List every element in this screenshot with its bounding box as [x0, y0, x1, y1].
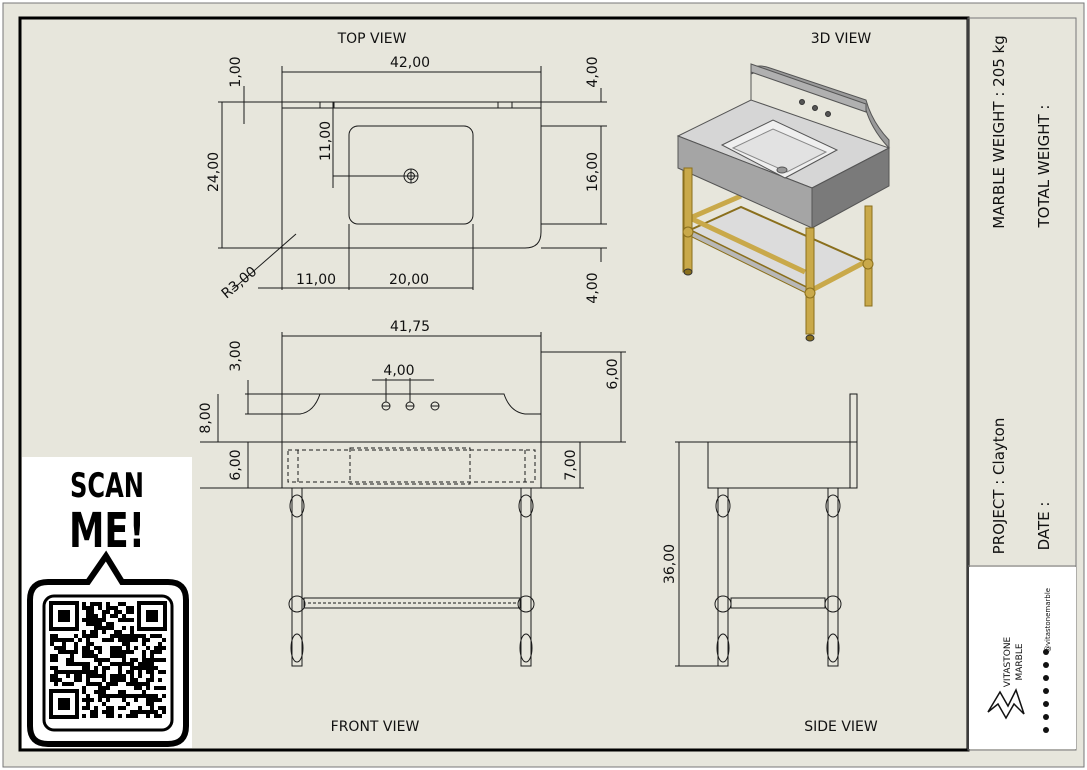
dim-front-splash-height: 8,00 [198, 402, 214, 433]
iso-view [676, 63, 891, 342]
date-label: DATE : [1035, 502, 1053, 551]
front-view [200, 332, 626, 667]
front-slab [281, 441, 542, 489]
brand-line1: VITASTONE [1003, 636, 1013, 687]
dim-top-backsplash: 1,00 [228, 56, 244, 87]
front-leg-right [520, 487, 532, 667]
dim-front-splash-total: 6,00 [605, 358, 621, 389]
dim-front-slab-left: 6,00 [228, 449, 244, 480]
top-slab-outline [281, 101, 542, 249]
dim-line [231, 233, 297, 291]
title-block-frame [967, 17, 1077, 751]
dim-top-basin-depth: 16,00 [585, 152, 601, 192]
logo-panel [969, 567, 1076, 749]
front-basin-hidden [287, 449, 536, 483]
dim-side-height: 36,00 [662, 544, 678, 584]
social-icon [1043, 688, 1049, 694]
dim-top-basin-width: 20,00 [389, 272, 429, 288]
total-weight: TOTAL WEIGHT : [1035, 105, 1053, 229]
social-icon [1043, 675, 1049, 681]
side-slab [707, 441, 858, 489]
iso-leg-front [805, 227, 815, 335]
top-tap-hole [497, 101, 513, 109]
top-view-title: TOP VIEW [337, 31, 407, 47]
top-view [218, 66, 607, 291]
iso-leg-back [864, 205, 873, 307]
top-basin-outline [348, 125, 474, 225]
side-shelf [730, 597, 826, 609]
iso-leg-front [683, 167, 693, 273]
dim-top-right-top: 4,00 [585, 56, 601, 87]
side-leg-back [827, 487, 839, 667]
brand-line2: MARBLE [1015, 643, 1025, 680]
social-handle: @vitastonemarble [1044, 588, 1052, 652]
dim-front-slab-right: 7,00 [563, 449, 579, 480]
dim-front-splash-top: 3,00 [228, 340, 244, 371]
dim-top-width: 42,00 [390, 55, 430, 71]
dim-top-basin-offset: 11,00 [318, 121, 334, 161]
dim-front-width: 41,75 [390, 319, 430, 335]
social-icon [1043, 662, 1049, 668]
scan-text: SCAN [70, 466, 144, 506]
social-icon [1043, 727, 1049, 733]
side-view-title: SIDE VIEW [804, 719, 878, 735]
social-icon [1043, 701, 1049, 707]
me-text: ME! [69, 503, 145, 559]
3d-view-title: 3D VIEW [811, 31, 872, 47]
dim-top-basin-left: 11,00 [296, 272, 336, 288]
top-tap-hole [319, 101, 335, 109]
logo-mark-icon [987, 688, 1025, 720]
front-shelf [303, 597, 521, 609]
front-leg-left [291, 487, 303, 667]
project-name: PROJECT : Clayton [990, 418, 1008, 555]
iso-slab-side [811, 147, 890, 229]
side-view [675, 393, 858, 667]
qr-panel: SCAN ME! [22, 457, 192, 748]
dim-front-tap-spacing: 4,00 [383, 363, 414, 379]
dim-top-depth: 24,00 [206, 152, 222, 192]
side-leg-front [717, 487, 729, 667]
vitastone-logo: VITASTONE MARBLE @vitastonemarble [987, 588, 1052, 733]
social-icon [1043, 714, 1049, 720]
front-view-title: FRONT VIEW [331, 719, 420, 735]
marble-weight: MARBLE WEIGHT : 205 kg [990, 35, 1008, 229]
dim-top-right-bottom: 4,00 [585, 272, 601, 303]
qr-code-icon[interactable] [49, 601, 167, 719]
social-icon [1043, 649, 1049, 655]
